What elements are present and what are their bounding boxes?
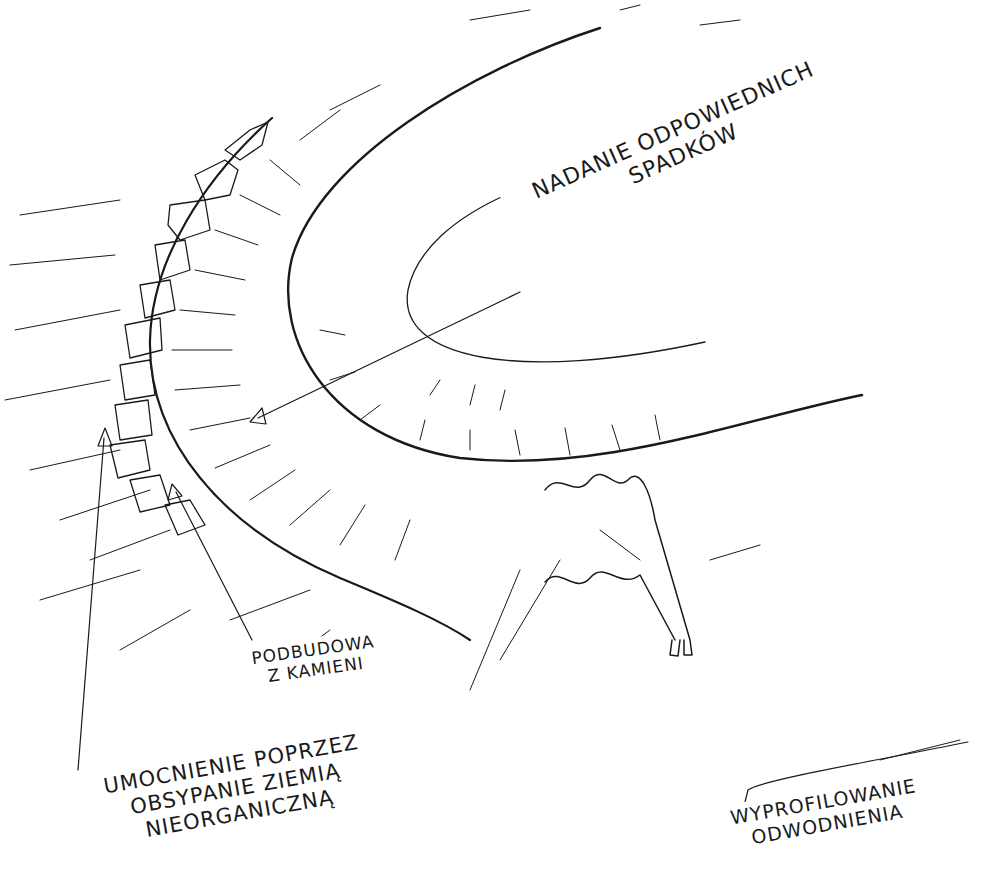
leader-line: [176, 492, 252, 640]
terrace-hachures: [172, 160, 660, 560]
slope-edge: [150, 118, 470, 640]
drainage-channel: [545, 474, 692, 656]
annotation-label: WYPROFILOWANIE ODWODNIENIA: [688, 765, 963, 861]
stone-facing: [110, 122, 268, 535]
arrow-head: [250, 408, 266, 424]
arrow-head: [168, 484, 182, 500]
annotation-label: UMOCNIENIE POPRZEZ OBSYPANIE ZIEMIĄ NIEO…: [72, 723, 399, 857]
crest-line: [288, 28, 862, 461]
leader-line: [78, 438, 104, 770]
leader-line: [258, 292, 520, 418]
background-hatching: [5, 5, 960, 760]
arrow-head: [98, 428, 112, 446]
annotation-label: NADANIE ODPOWIEDNICH SPADKÓW: [498, 42, 859, 244]
annotation-label: PODBUDOWA Z KAMIENI: [238, 627, 391, 692]
